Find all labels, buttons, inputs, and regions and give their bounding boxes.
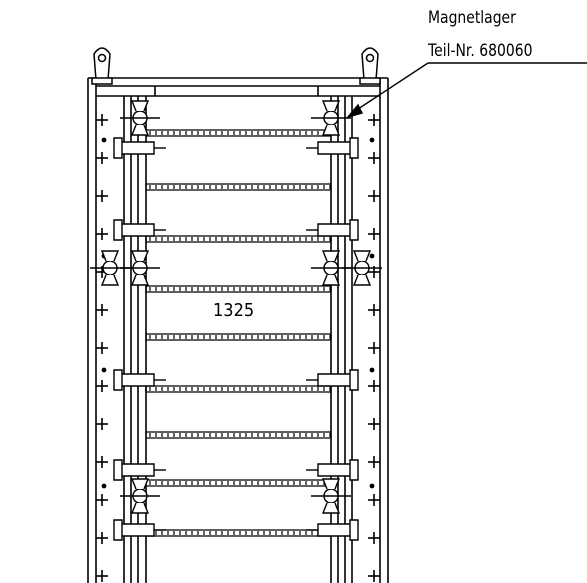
side-dot (102, 138, 105, 141)
callout-name: Magnetlager (428, 8, 516, 28)
magnet-wing-top (323, 101, 339, 111)
clamp-body-left (118, 374, 154, 386)
magnet-wing-bottom (102, 275, 118, 285)
clamp-body-right (318, 524, 354, 536)
magnet-wing-top (132, 251, 148, 261)
lifting-hook-group (92, 48, 380, 84)
crossbar (146, 184, 331, 190)
side-dot (102, 484, 105, 487)
crossbar-hatch (150, 185, 330, 189)
clamp-head-left (114, 520, 122, 540)
clamp-head-right (350, 460, 358, 480)
crossbar-hatch (150, 287, 330, 291)
lifting-hook-eye (367, 55, 374, 62)
crossbar (146, 286, 331, 292)
magnet-wing-top (132, 101, 148, 111)
clamp-body-left (118, 224, 154, 236)
callout-part-number: Teil-Nr. 680060 (428, 41, 533, 61)
clamp-head-left (114, 460, 122, 480)
clamp-body-right (318, 374, 354, 386)
clamp-head-left (114, 138, 122, 158)
magnet-wing-top (323, 251, 339, 261)
crossbar (146, 236, 331, 242)
lifting-hook-eye (99, 55, 106, 62)
crossbar (146, 334, 331, 340)
magnet-wing-top (102, 251, 118, 261)
magnet-wing-bottom (132, 275, 148, 285)
side-dot (370, 254, 373, 257)
clamp-head-right (350, 520, 358, 540)
crossbar-hatch (150, 481, 330, 485)
clamp-head-left (114, 370, 122, 390)
crossbar-hatch (150, 433, 330, 437)
magnet-wing-top (354, 251, 370, 261)
magnet-wing-bottom (323, 275, 339, 285)
clamp-head-right (350, 220, 358, 240)
clamp-body-left (118, 524, 154, 536)
magnet-wing-top (323, 479, 339, 489)
clamp-head-right (350, 370, 358, 390)
crossbar-hatch (150, 131, 330, 135)
crossbar-group (146, 130, 331, 536)
clamp-group (114, 138, 358, 540)
magnet-wing-top (132, 479, 148, 489)
lifting-hook-base (360, 78, 380, 84)
lifting-hook (94, 48, 110, 80)
magnet-wing-bottom (132, 503, 148, 513)
lifting-hook-base (92, 78, 112, 84)
clamp-body-right (318, 464, 354, 476)
magnet-bearing-group (90, 101, 382, 513)
crossbar-hatch (150, 531, 330, 535)
crossbar (146, 386, 331, 392)
side-dot (102, 368, 105, 371)
side-dot (370, 138, 373, 141)
clamp-head-right (350, 138, 358, 158)
crossbar (146, 432, 331, 438)
clamp-body-right (318, 142, 354, 154)
magnet-wing-bottom (323, 503, 339, 513)
side-dot (370, 368, 373, 371)
lifting-hook (362, 48, 378, 80)
magnet-wing-bottom (132, 125, 148, 135)
side-dot (370, 484, 373, 487)
magnet-wing-bottom (323, 125, 339, 135)
crossbar-hatch (150, 237, 330, 241)
clamp-head-left (114, 220, 122, 240)
crossbar-hatch (150, 335, 330, 339)
leader-line (352, 63, 428, 113)
clamp-body-left (118, 464, 154, 476)
magnet-wing-bottom (354, 275, 370, 285)
clamp-body-right (318, 224, 354, 236)
leader-arrowhead (346, 103, 364, 119)
crossbar-hatch (150, 387, 330, 391)
dimension-label: 1325 (213, 300, 255, 321)
clamp-body-left (118, 142, 154, 154)
callout-leader (346, 63, 587, 119)
